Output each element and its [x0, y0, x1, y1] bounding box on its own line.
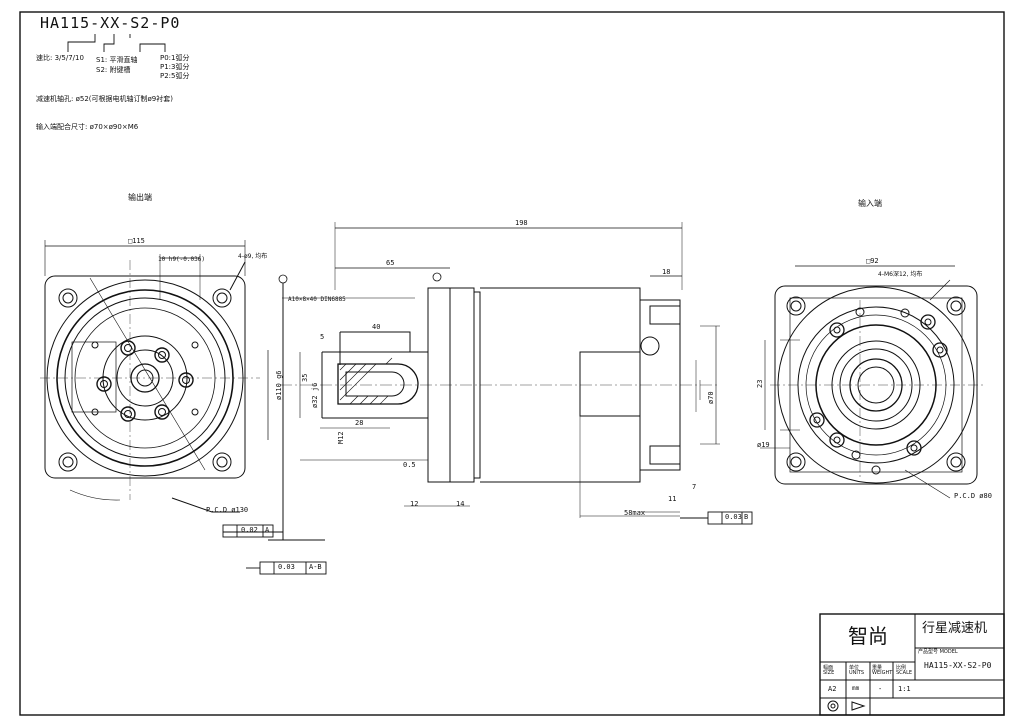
backlash-p2-note: P2:5弧分	[160, 72, 190, 80]
dim-28: 28	[355, 419, 364, 427]
dim-5: 5	[320, 333, 325, 341]
dim-square-92: □92	[866, 257, 879, 265]
dim-d32: ø32 j6	[311, 382, 319, 408]
gdt-runout-value: 0.03	[278, 563, 295, 571]
col-size-header: 幅面 SIZE	[823, 665, 835, 676]
title-block	[819, 613, 1005, 716]
dim-d19: ø19	[757, 441, 770, 449]
dim-0-5: 0.5	[403, 461, 416, 469]
gdt-datum-b: B	[744, 513, 749, 521]
product-name: 行星减速机	[922, 621, 988, 636]
dim-40: 40	[372, 323, 381, 331]
reducer-bore-note: 减速机轴孔: ø52(可根据电机轴订制ø9衬套)	[36, 95, 173, 103]
output-end-label: 输出端	[128, 193, 152, 202]
model-code-leaders	[67, 34, 166, 52]
col-scale-header: 比例 SCALE	[896, 665, 913, 676]
shaft-s1-note: S1: 平滑直轴	[96, 56, 138, 64]
output-end-view	[40, 240, 269, 513]
pcd-input: P.C.D ø80	[954, 492, 992, 500]
dim-65: 65	[386, 259, 395, 267]
bolt-output-note: 4-ø9, 均布	[238, 253, 268, 260]
gdt-datum-a: A	[265, 526, 270, 534]
side-section-view	[223, 222, 720, 541]
dim-14: 14	[456, 500, 465, 508]
dim-12: 12	[410, 500, 419, 508]
model-code: HA115-XX-S2-P0	[40, 14, 181, 32]
gdt-flatness-value: 0.02	[241, 526, 258, 534]
dim-23: 23	[756, 379, 764, 388]
dim-total-length: 198	[515, 219, 528, 227]
input-end-view	[760, 265, 985, 499]
weight-value: -	[878, 685, 883, 693]
dim-7: 7	[692, 483, 697, 491]
dim-11: 11	[668, 495, 677, 503]
pcd-output: P.C.D ø130	[206, 506, 249, 514]
title-model: HA115-XX-S2-P0	[924, 661, 992, 670]
dim-35: 35	[301, 373, 309, 382]
gdt-frames	[222, 511, 753, 575]
input-end-label: 输入端	[858, 199, 882, 208]
sheet-border	[19, 11, 1005, 716]
col-units-header: 单位 UNITS	[849, 665, 865, 676]
backlash-p0-note: P0:1弧分	[160, 54, 190, 62]
scale-value: 1:1	[898, 685, 911, 693]
dim-key-width: 10 h9(-0.036)	[158, 256, 205, 263]
size-value: A2	[828, 685, 837, 693]
dim-58max: 58max	[624, 509, 646, 517]
dim-d70: ø70	[707, 391, 715, 404]
col-weight-header: 重量 WEIGHT	[872, 665, 893, 676]
shaft-s2-note: S2: 附键槽	[96, 66, 131, 74]
units-value: mm	[852, 685, 860, 692]
bolt-input-note: 4-M6深12, 均布	[878, 271, 923, 278]
key-spec: A10×8×40 DIN6885	[288, 296, 346, 303]
dim-m12: M12	[337, 431, 345, 444]
gdt-parallel-value: 0.03	[725, 513, 742, 521]
ratio-note: 速比: 3/5/7/10	[36, 54, 84, 62]
company-name: 智尚	[848, 624, 888, 648]
gdt-datum-ab: A-B	[309, 563, 322, 571]
model-label: 产品型号 MODEL	[918, 649, 958, 655]
backlash-p1-note: P1:3弧分	[160, 63, 190, 71]
dim-18: 18	[662, 268, 671, 276]
input-fit-note: 输入端配合尺寸: ø70×ø90×M6	[36, 123, 139, 131]
dim-square-115: □115	[128, 237, 145, 245]
dim-d110: ø110 g6	[275, 370, 283, 400]
